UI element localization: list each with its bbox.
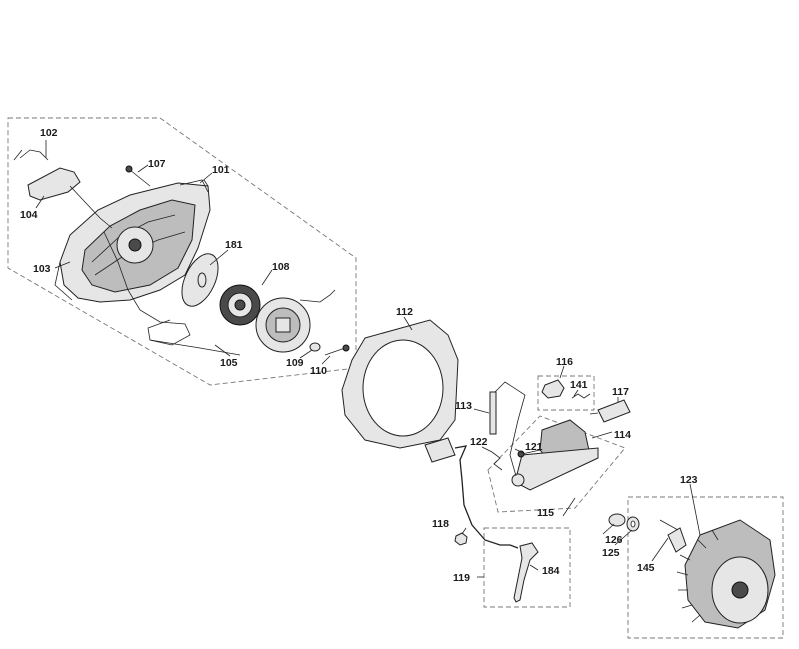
spark-plug: [589, 399, 631, 423]
flywheel-nut: [608, 513, 626, 527]
label-141: 141: [570, 379, 588, 391]
starter-handle: [13, 149, 113, 229]
starter-rope: [103, 231, 191, 346]
label-115: 115: [537, 507, 554, 519]
label-125: 125: [602, 547, 620, 559]
label-114: 114: [614, 429, 631, 441]
label-118: 118: [432, 518, 449, 530]
label-145: 145: [637, 562, 655, 574]
label-102: 102: [40, 127, 58, 139]
spark-plug-cap-group-box: [537, 375, 595, 411]
screw-107: [125, 165, 151, 187]
label-108: 108: [272, 261, 290, 273]
stop-switch-lever: [513, 542, 539, 603]
leader-lines: [35, 140, 701, 578]
washer-109: [309, 342, 321, 352]
label-122: 122: [470, 436, 488, 448]
stop-switch-group-box: [483, 527, 571, 608]
spark-plug-cap: [541, 379, 565, 399]
flywheel-washer: [626, 516, 640, 532]
flywheel-group-box: [627, 496, 784, 639]
switch-block: [424, 437, 456, 463]
starter-housing: [54, 179, 211, 303]
label-105: 105: [220, 357, 238, 369]
label-110: 110: [310, 365, 327, 377]
label-123: 123: [680, 474, 698, 486]
label-181: 181: [225, 239, 243, 251]
stop-wire-harness: [454, 445, 519, 549]
label-116: 116: [556, 356, 573, 368]
pulley-washer-disc: [181, 253, 219, 307]
label-109: 109: [286, 357, 304, 369]
label-117: 117: [612, 386, 629, 398]
cap-spring-contact: [571, 393, 591, 399]
screw-121: [517, 449, 541, 458]
nut-118: [454, 532, 468, 546]
label-104: 104: [20, 209, 38, 221]
label-107: 107: [148, 158, 166, 170]
flywheel: [676, 519, 776, 629]
label-101: 101: [212, 164, 230, 176]
rewind-spring-pulley: [219, 284, 336, 353]
ignition-module-group-box: [487, 415, 626, 513]
label-126: 126: [605, 534, 623, 546]
part-labels: 102 107 101 104 181 108 103 112 105 109 …: [20, 127, 698, 584]
label-121: 121: [525, 441, 543, 453]
screw-110: [324, 344, 350, 356]
label-184: 184: [542, 565, 560, 577]
label-119: 119: [453, 572, 470, 584]
starter-cord-lead: [149, 339, 241, 356]
label-112: 112: [396, 306, 413, 318]
ignition-module: [494, 381, 599, 491]
label-103: 103: [33, 263, 51, 275]
fan-housing-shroud: [341, 319, 459, 449]
rod-113: [489, 391, 497, 435]
wire-clip-122: [491, 451, 503, 471]
starter-group-box: [7, 117, 357, 386]
pawl-145: [659, 519, 687, 553]
label-113: 113: [455, 400, 472, 412]
